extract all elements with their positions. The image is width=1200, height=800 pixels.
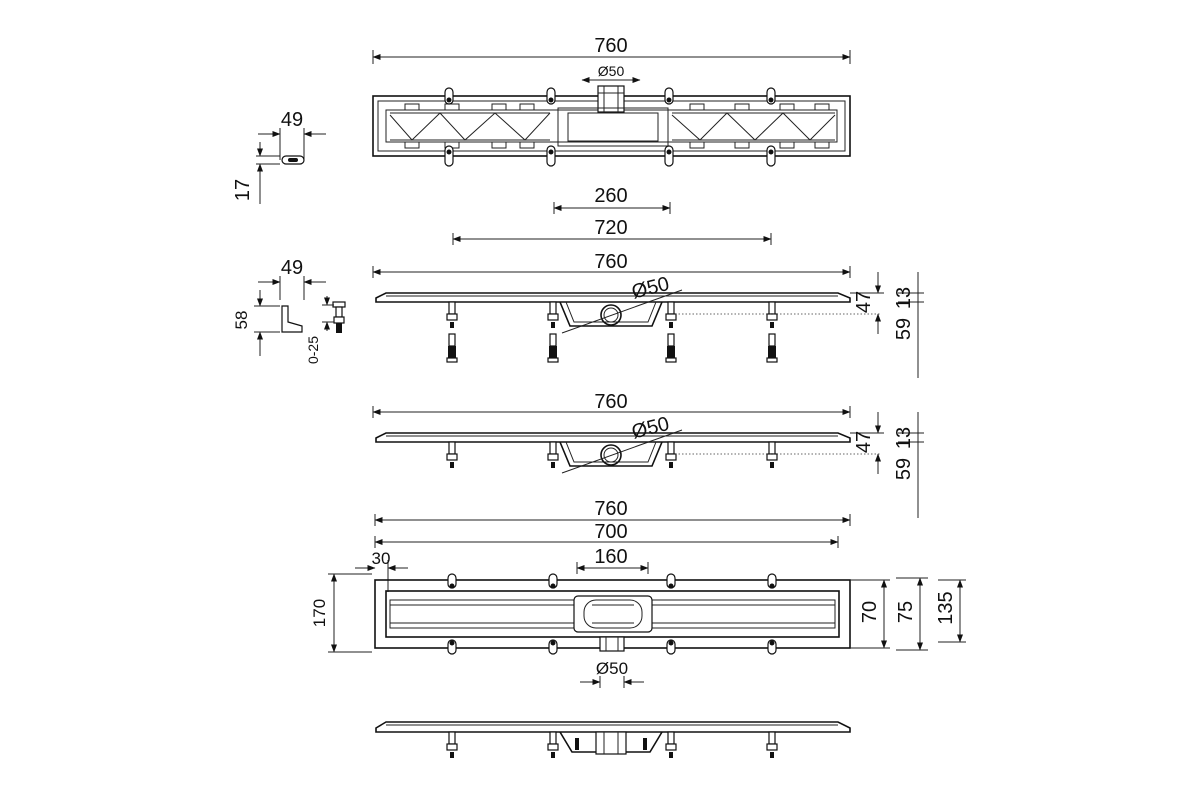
top-width-label: 760 — [594, 35, 627, 57]
side1-outlet-label: Ø50 — [630, 273, 672, 303]
clip-side-height-label: 58 — [232, 311, 251, 330]
mounting-feet-top — [444, 87, 776, 105]
side2-height-label: 47 — [853, 431, 875, 453]
plan-outlet-pipe — [599, 636, 625, 652]
side2-outlet-label: Ø50 — [630, 413, 672, 443]
side1-dim-a-label: 260 — [594, 185, 627, 207]
clip-top-detail: 49 17 — [232, 109, 326, 204]
plan-outlet-label: Ø50 — [596, 659, 628, 678]
clip-top-width-label: 49 — [281, 109, 303, 131]
support-zigzag-right — [671, 112, 836, 141]
top-view: 760 Ø50 — [372, 35, 851, 167]
bottom-supports — [446, 731, 778, 758]
side2-right-b-label: 13 — [893, 427, 915, 449]
plan-view: 760 700 30 160 — [310, 498, 966, 688]
bottom-side-view — [375, 721, 851, 758]
side1-channel-profile — [375, 292, 851, 303]
side2-outlet-circle — [600, 444, 622, 466]
side1-right-b-label: 13 — [893, 287, 915, 309]
support-zigzag-left — [389, 112, 551, 141]
mounting-feet-bottom — [444, 145, 776, 167]
side1-dim-c-label: 760 — [594, 251, 627, 273]
side2-right-a-label: 59 — [893, 458, 915, 480]
plan-offset-label: 30 — [372, 549, 391, 568]
bottom-channel-profile — [375, 721, 851, 733]
side2-supports — [446, 441, 778, 468]
side1-right-a-label: 59 — [893, 318, 915, 340]
side1-adjustable-legs — [446, 333, 778, 363]
side1-height-label: 47 — [853, 291, 875, 313]
side2-channel-profile — [375, 432, 851, 443]
top-outlet-label: Ø50 — [598, 63, 625, 79]
plan-right-b-label: 75 — [895, 601, 917, 623]
side2-sump-trough — [559, 441, 663, 467]
plan-overall-label: 760 — [594, 498, 627, 520]
side1-sump-trough — [559, 301, 663, 327]
clip-top-height-label: 17 — [232, 179, 254, 201]
plan-depth-label: 170 — [310, 599, 329, 627]
clip-side-width-label: 49 — [281, 257, 303, 279]
plan-sump — [573, 595, 653, 633]
clip-side-adjust-label: 0-25 — [305, 336, 321, 364]
plan-right-c-label: 135 — [935, 591, 957, 624]
bottom-outlet — [595, 731, 627, 755]
plan-sump-label: 160 — [594, 546, 627, 568]
clip-side-detail: 49 58 0-25 — [232, 257, 346, 364]
plan-inner-label: 700 — [594, 521, 627, 543]
side2-width-label: 760 — [594, 391, 627, 413]
plan-right-a-label: 70 — [859, 601, 881, 623]
central-sump — [557, 107, 669, 147]
plan-feet — [447, 573, 777, 655]
side1-outlet-circle — [600, 304, 622, 326]
side1-dim-b-label: 720 — [594, 217, 627, 239]
adjustable-foot-detail — [332, 301, 346, 333]
side-view-1: 260 720 760 Ø50 — [372, 185, 924, 378]
side1-supports — [446, 301, 778, 328]
clip-side-shape — [281, 305, 303, 333]
side-view-2: 760 Ø50 47 59 13 — [372, 391, 924, 518]
